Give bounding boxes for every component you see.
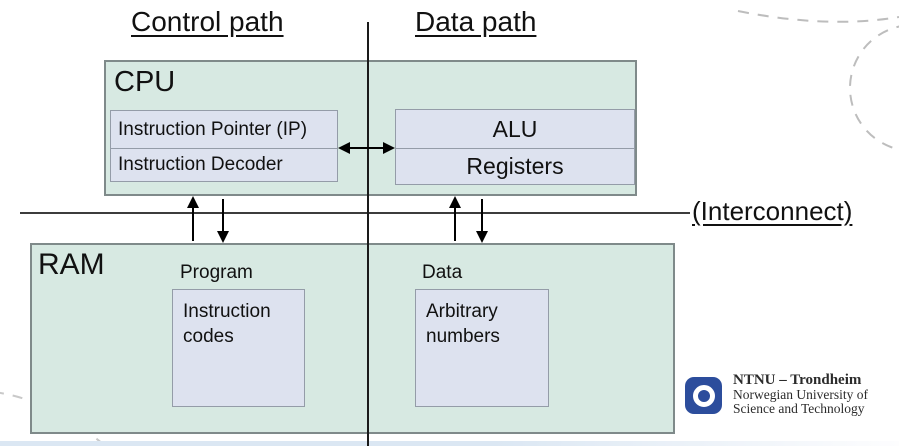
ntnu-logo-title: NTNU – Trondheim xyxy=(733,372,862,388)
ntnu-logo-subtitle-2: Science and Technology xyxy=(733,401,865,416)
ram-label: RAM xyxy=(38,248,105,281)
program-section-label: Program xyxy=(180,262,253,283)
arbitrary-numbers-box: Arbitrary numbers xyxy=(415,289,549,407)
interconnect-label: (Interconnect) xyxy=(692,196,853,226)
interconnect-line xyxy=(20,212,690,214)
path-divider-line xyxy=(367,22,369,446)
control-path-title: Control path xyxy=(131,6,284,37)
instruction-codes-box: Instruction codes xyxy=(172,289,305,407)
alu-unit: ALU xyxy=(395,109,635,149)
ntnu-logo-icon xyxy=(685,377,722,414)
registers-unit: Registers xyxy=(395,148,635,185)
ntnu-logo-ring xyxy=(692,384,715,407)
instruction-pointer-unit: Instruction Pointer (IP) xyxy=(110,110,338,149)
instruction-decoder-unit: Instruction Decoder xyxy=(110,148,338,182)
data-path-title: Data path xyxy=(415,6,537,37)
ntnu-logo-text: NTNU – Trondheim Norwegian University of… xyxy=(733,373,899,416)
ntnu-logo-subtitle-1: Norwegian University of xyxy=(733,387,868,402)
cpu-label: CPU xyxy=(114,66,176,98)
slide-bottom-edge xyxy=(0,441,899,446)
data-section-label: Data xyxy=(422,262,463,283)
ram-block xyxy=(30,243,675,434)
